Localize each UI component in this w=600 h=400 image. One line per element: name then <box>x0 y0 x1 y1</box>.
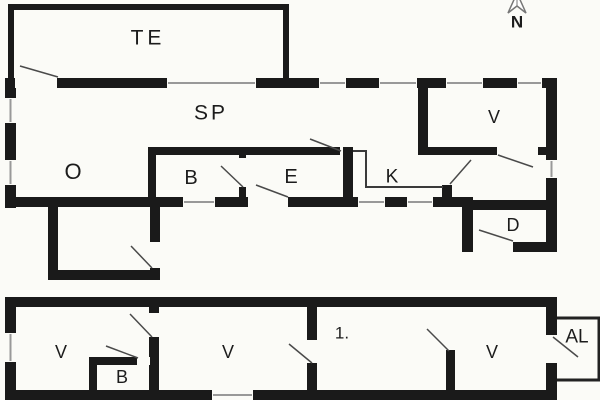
room-label-b-annex: B <box>115 367 129 387</box>
door-openings <box>15 78 558 365</box>
room-label-1: 1. <box>334 323 350 343</box>
room-label-e: E <box>284 166 298 188</box>
room-label-o: O <box>64 159 82 184</box>
room-label-v-right: V <box>485 342 499 362</box>
room-label-sp: SP <box>193 101 229 125</box>
room-label-k: K <box>385 166 399 188</box>
room-label-v-main: V <box>487 107 501 127</box>
room-label-al: AL <box>565 326 589 348</box>
kitchen-counter-line <box>353 150 443 188</box>
walls <box>5 78 557 400</box>
room-label-te: TE <box>130 26 166 50</box>
compass-north-label: N <box>510 12 524 32</box>
room-label-d: D <box>506 215 520 235</box>
compass-north-arrow-icon <box>507 0 527 14</box>
room-label-v-left: V <box>54 342 68 362</box>
door-swing-lines <box>19 65 579 364</box>
terrace-walls <box>8 4 289 84</box>
room-label-v-mid: V <box>221 342 235 362</box>
windows <box>5 78 557 400</box>
room-label-b-main: B <box>184 167 198 189</box>
